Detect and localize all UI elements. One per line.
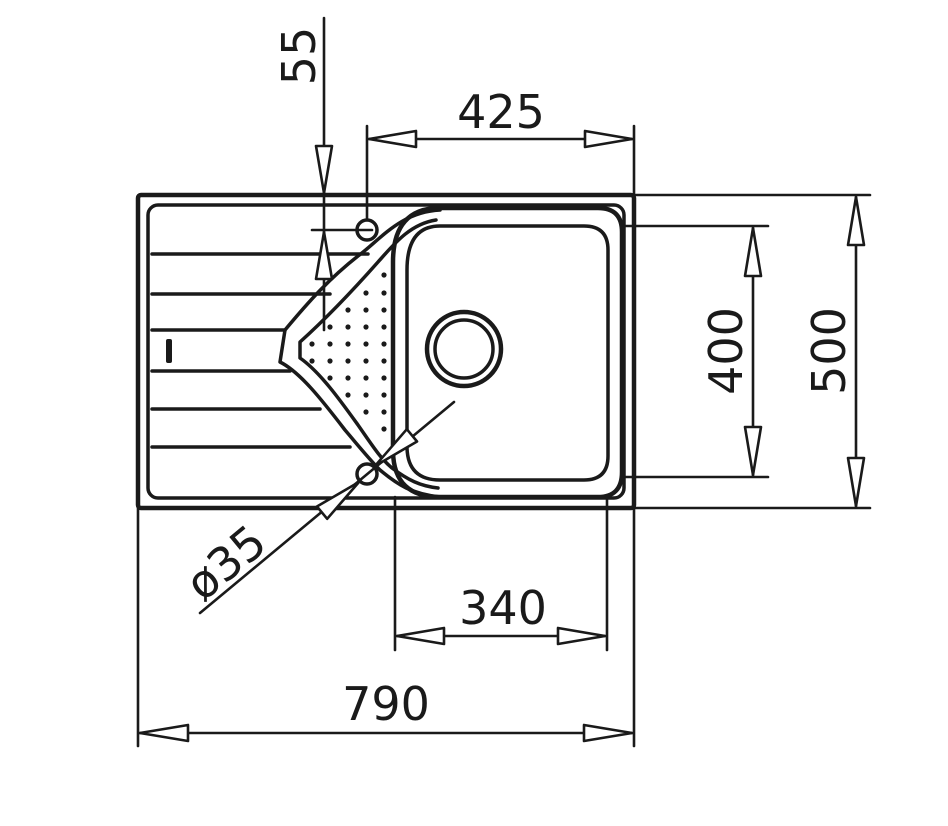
label-overall-depth: 500 (802, 307, 856, 395)
perforation-dot (363, 324, 369, 330)
perforation-dot (309, 341, 315, 347)
drainer-perforations (309, 272, 387, 432)
arrow-bottom-500 (846, 456, 866, 508)
arrow-left-425 (367, 129, 418, 149)
arrow-bottom-400 (743, 425, 763, 477)
label-tap-hole: ø35 (175, 514, 276, 611)
perforation-dot (381, 341, 387, 347)
perforation-dot (363, 375, 369, 381)
label-bowl-outer-width: 425 (457, 85, 545, 139)
sink-bowl (390, 205, 625, 500)
perforation-dot (363, 290, 369, 296)
perforation-dot (381, 358, 387, 364)
dimension-overall-width: 790 (136, 506, 636, 748)
arrow-left-790 (138, 723, 190, 743)
bowl-inner-edge (405, 224, 610, 482)
perforation-dot (345, 358, 351, 364)
perforation-dot (381, 392, 387, 398)
label-tap-offset: 55 (272, 27, 326, 86)
arrow-left-340 (395, 626, 446, 646)
dimension-bowl-outer-width: 425 (365, 85, 636, 222)
perforation-dot (327, 341, 333, 347)
dimension-bowl-height: 400 (620, 224, 770, 479)
perforation-dot (363, 392, 369, 398)
bowl-outer-edge (390, 205, 625, 500)
perforation-dot (327, 324, 333, 330)
perforation-dot (345, 324, 351, 330)
label-bowl-inner-width: 340 (459, 581, 547, 635)
perforation-dot (345, 307, 351, 313)
perforation-dot (327, 375, 333, 381)
arrow-top-500 (846, 195, 866, 247)
perforation-dot (345, 341, 351, 347)
perforation-dot (381, 307, 387, 313)
sink-outer-edge (135, 192, 637, 511)
perforation-dot (363, 307, 369, 313)
perforation-dot (381, 409, 387, 415)
drain-outer-ring (424, 309, 504, 389)
perforation-dot (363, 341, 369, 347)
dimension-overall-depth: 500 (632, 193, 872, 510)
label-bowl-height: 400 (699, 307, 753, 395)
perforation-dot (345, 375, 351, 381)
perforation-dot (381, 290, 387, 296)
perforation-dot (309, 358, 315, 364)
label-overall-width: 790 (342, 677, 430, 731)
dimension-tap-offset: 55 (272, 16, 374, 332)
perforation-dot (363, 409, 369, 415)
arrow-upper-35 (373, 427, 419, 468)
perforation-dot (381, 272, 387, 278)
perforation-dot (381, 324, 387, 330)
arrow-top-400 (743, 226, 763, 278)
tap-hole-bottom (355, 462, 379, 486)
arrow-lower-35 (315, 480, 361, 521)
drain-inner-ring (433, 318, 495, 380)
arrow-top-55 (314, 144, 334, 195)
drain (424, 309, 504, 389)
perforation-dot (381, 375, 387, 381)
arrow-right-790 (582, 723, 634, 743)
perforation-dot (381, 426, 387, 432)
overflow-slot (166, 339, 172, 363)
drainer-ribs (150, 252, 370, 449)
perforation-dot (327, 358, 333, 364)
drainer-funnel-inner (298, 218, 440, 490)
dimension-bowl-inner-width: 340 (393, 495, 609, 652)
arrow-right-340 (556, 626, 607, 646)
perforation-dot (345, 392, 351, 398)
arrow-right-425 (583, 129, 634, 149)
arrow-bottom-55 (314, 230, 334, 281)
drainer-funnel-outer (278, 208, 442, 499)
perforation-dot (363, 358, 369, 364)
